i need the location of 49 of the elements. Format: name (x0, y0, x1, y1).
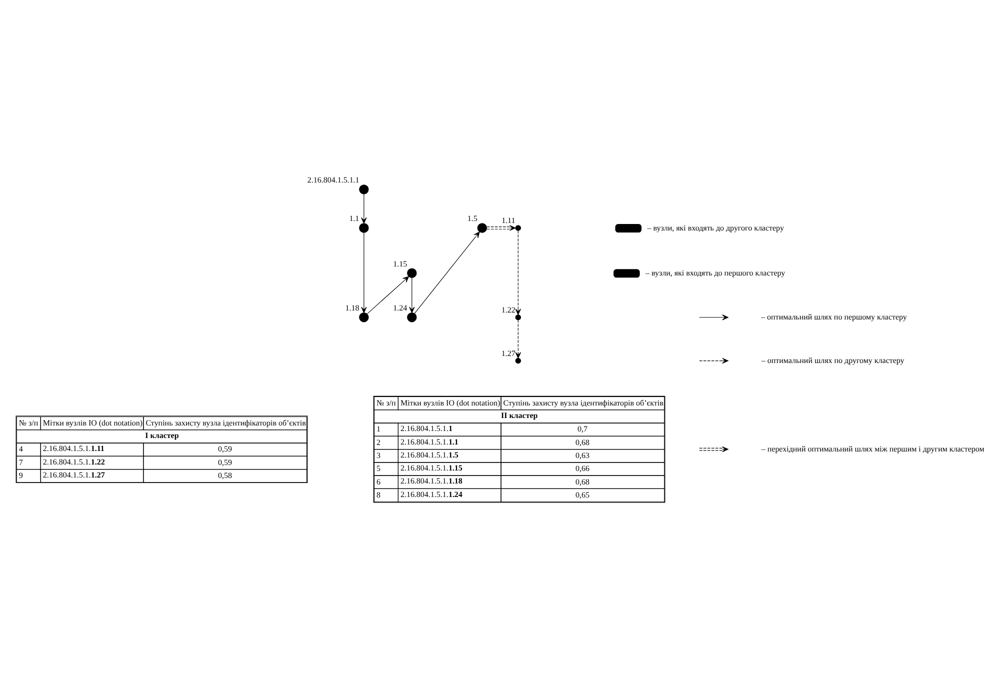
label: 2.16.804.1.5.1.1.11 (42, 444, 104, 454)
legend-label: – вузли, які входять до першого кластеру (646, 268, 786, 278)
label: 0,63 (576, 450, 590, 460)
node-label: 2.16.804.1.5.1.1 (307, 176, 360, 185)
label: ІІ кластер (501, 411, 538, 420)
label: 2.16.804.1.5.1.1.18 (400, 476, 462, 486)
node-label: 1.24 (393, 304, 408, 313)
label: І кластер (145, 431, 179, 440)
legend-label: – вузли, які входять до другого кластеру (647, 223, 784, 232)
label: 2.16.804.1.5.1.1.24 (400, 490, 462, 499)
label: Ступінь захисту вузла ідентифікаторів об’єктів (146, 418, 306, 428)
label: 2 (376, 438, 380, 447)
legend-label: – оптимальний шлях по першому кластеру (761, 312, 907, 322)
label: Мітки вузлів ІО (dot notation) (400, 398, 500, 408)
label: Мітки вузлів ІО (dot notation) (42, 418, 143, 428)
label: 3 (376, 450, 380, 460)
label: 2.16.804.1.5.1.1.22 (42, 457, 105, 466)
node-label: 1.1 (349, 214, 360, 224)
label: 0,65 (576, 490, 590, 500)
label: 2.16.804.1.5.1.1.5 (400, 450, 458, 460)
node-label: 1.11 (502, 216, 516, 226)
label: 0,59 (218, 458, 232, 467)
label: 0,59 (218, 444, 232, 454)
label: № з/п (376, 398, 396, 408)
label: 9 (18, 470, 23, 480)
node-label: 1.22 (501, 306, 516, 315)
legend-label: – оптимальний шлях по другому кластеру (761, 356, 904, 365)
label: 2.16.804.1.5.1.1.1 (400, 437, 458, 446)
node-label: 1.27 (501, 349, 516, 358)
label: 8 (376, 490, 380, 500)
label: 7 (18, 458, 23, 467)
label: 1 (376, 424, 380, 434)
label: 2.16.804.1.5.1.1.27 (42, 470, 105, 480)
label: Ступінь захисту вузла ідентифікаторів об’єктів (503, 398, 664, 408)
label: 0,7 (578, 424, 588, 434)
node-label: 1.5 (467, 214, 478, 224)
label: № з/п (18, 418, 38, 428)
label: 2.16.804.1.5.1.1.15 (400, 464, 462, 473)
node-label: 1.15 (393, 259, 408, 268)
label: 2.16.804.1.5.1.1 (400, 424, 452, 434)
label: 4 (18, 444, 23, 454)
label: 5 (376, 464, 380, 474)
label: 6 (376, 477, 380, 486)
node-label: 1.18 (345, 304, 360, 313)
legend-label: – перехідний оптимальний шлях між першим і другим кластером (761, 444, 984, 454)
label: 0,68 (576, 438, 590, 447)
label: 0,68 (576, 477, 590, 486)
label: 0,66 (576, 464, 590, 474)
label: 0,58 (218, 470, 232, 480)
